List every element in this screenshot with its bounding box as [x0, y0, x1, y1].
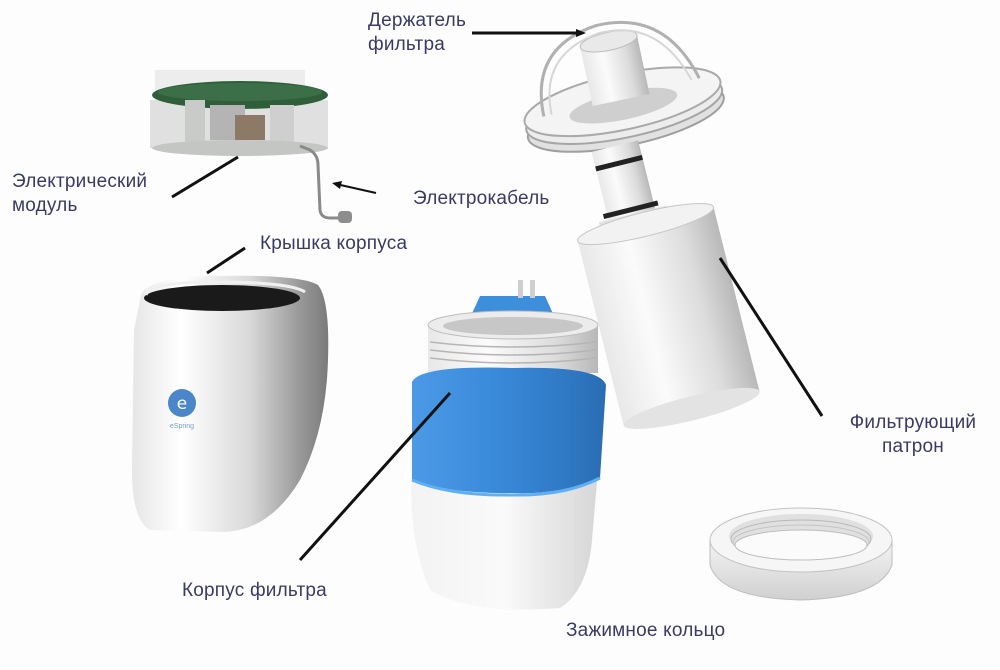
filter-housing-illustration	[411, 280, 606, 610]
leader-electric-module	[171, 155, 239, 199]
leader-filter-cartridge	[718, 257, 824, 417]
filter-holder-illustration	[523, 20, 725, 153]
label-electric-cable: Электрокабель	[413, 188, 550, 209]
label-filter-cartridge: Фильтрующий патрон	[849, 412, 977, 457]
svg-text:e: e	[177, 394, 187, 414]
leader-housing-cover	[206, 246, 246, 275]
label-electric-module: Электрический модуль	[12, 171, 148, 216]
leader-filter-housing	[298, 391, 452, 562]
housing-cover-illustration: e eSpring	[132, 275, 329, 532]
espring-logo-icon	[168, 389, 196, 417]
electric-module-illustration	[150, 70, 352, 223]
leader-lines	[171, 31, 824, 562]
label-clamp-ring: Зажимное кольцо	[566, 620, 726, 641]
label-filter-holder: Держатель фильтра	[368, 10, 467, 55]
svg-text:eSpring: eSpring	[170, 423, 194, 430]
clamp-ring-illustration	[709, 507, 893, 601]
filter-cartridge-illustration	[577, 140, 760, 429]
leader-electric-cable	[335, 183, 377, 194]
label-filter-housing: Корпус фильтра	[182, 580, 327, 601]
label-housing-cover: Крышка корпуса	[260, 233, 408, 254]
